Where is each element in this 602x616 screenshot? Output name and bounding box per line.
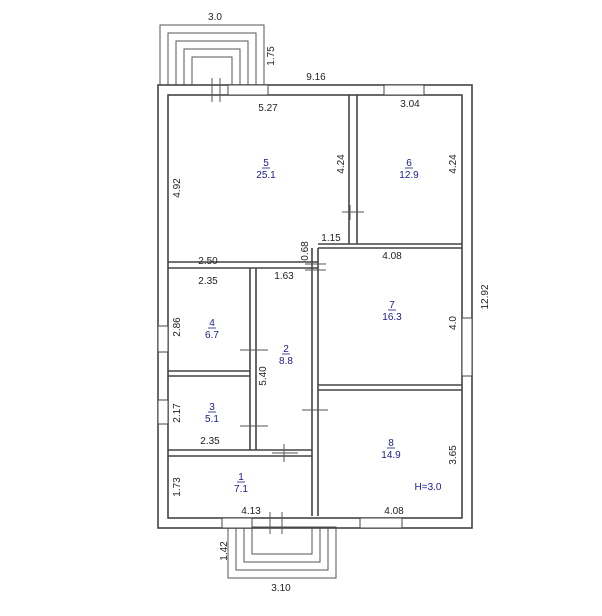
room-number: 1 (238, 472, 244, 483)
dim-room6-width: 3.04 (400, 99, 420, 110)
dim-room1-width: 4.13 (241, 506, 261, 517)
dim-porch-bottom-depth: 1.42 (219, 541, 230, 561)
room-area: 8.8 (279, 356, 293, 367)
dim-partition-offset: 1.15 (321, 233, 341, 244)
dim-porch-bottom-width: 3.10 (271, 583, 291, 594)
room-1-label: 1 7.1 (234, 472, 248, 495)
dim-room5-lower-width: 2.50 (198, 256, 218, 267)
dim-corridor-width: 1.63 (274, 271, 294, 282)
room-number: 3 (209, 402, 215, 413)
room-7-label: 7 16.3 (382, 300, 402, 323)
window-top-5 (227, 84, 269, 96)
window-bottom-1 (221, 517, 253, 529)
dim-porch-top-width: 3.0 (208, 12, 222, 23)
window-left-4 (157, 325, 169, 353)
openings (157, 78, 473, 534)
dim-room7-width: 4.08 (382, 251, 402, 262)
bottom-porch (227, 526, 337, 579)
room-area: 6.7 (205, 330, 219, 341)
dim-porch-top-depth: 1.75 (266, 46, 277, 66)
room-area: 16.3 (382, 312, 402, 323)
dim-room5-height: 4.92 (172, 178, 183, 198)
window-right-7 (461, 317, 473, 377)
dim-corridor-height: 5.40 (258, 366, 269, 386)
top-porch (159, 24, 265, 86)
room-area: 12.9 (399, 170, 419, 181)
room-number: 4 (209, 318, 215, 329)
room-area: 5.1 (205, 414, 219, 425)
dim-room4-height: 2.86 (172, 317, 183, 337)
room-number: 7 (389, 300, 395, 311)
interior-walls (168, 95, 462, 516)
dim-room5-width: 5.27 (258, 103, 278, 114)
exterior-walls (157, 84, 473, 529)
dim-room3-width: 2.35 (200, 436, 220, 447)
room-number: 5 (263, 158, 269, 169)
dim-overall-height: 12.92 (480, 284, 491, 309)
dim-room1-height: 1.73 (172, 477, 183, 497)
ceiling-height-note: H=3.0 (415, 482, 442, 493)
room-area: 7.1 (234, 484, 248, 495)
dim-room6-height: 4.24 (448, 154, 459, 174)
dim-partition-small: 0.68 (300, 241, 311, 261)
room-area: 14.9 (381, 450, 401, 461)
room-2-label: 2 8.8 (279, 344, 293, 367)
room-4-label: 4 6.7 (205, 318, 219, 341)
dim-room8-height: 3.65 (448, 445, 459, 465)
dim-room5-inner-height: 4.24 (336, 154, 347, 174)
window-top-6 (383, 84, 425, 96)
dim-room4-width: 2.35 (198, 276, 218, 287)
room-5-label: 5 25.1 (256, 158, 276, 181)
room-number: 2 (283, 344, 289, 355)
room-3-label: 3 5.1 (205, 402, 219, 425)
window-bottom-8 (359, 517, 403, 529)
window-left-3 (157, 399, 169, 425)
room-6-label: 6 12.9 (399, 158, 419, 181)
dim-overall-width: 9.16 (306, 72, 326, 83)
room-number: 6 (406, 158, 412, 169)
dim-room7-height: 4.0 (448, 316, 459, 330)
room-area: 25.1 (256, 170, 276, 181)
room-8-label: 8 14.9 (381, 438, 401, 461)
dim-room3-height: 2.17 (172, 403, 183, 423)
room-number: 8 (388, 438, 394, 449)
dim-room8-width: 4.08 (384, 506, 404, 517)
